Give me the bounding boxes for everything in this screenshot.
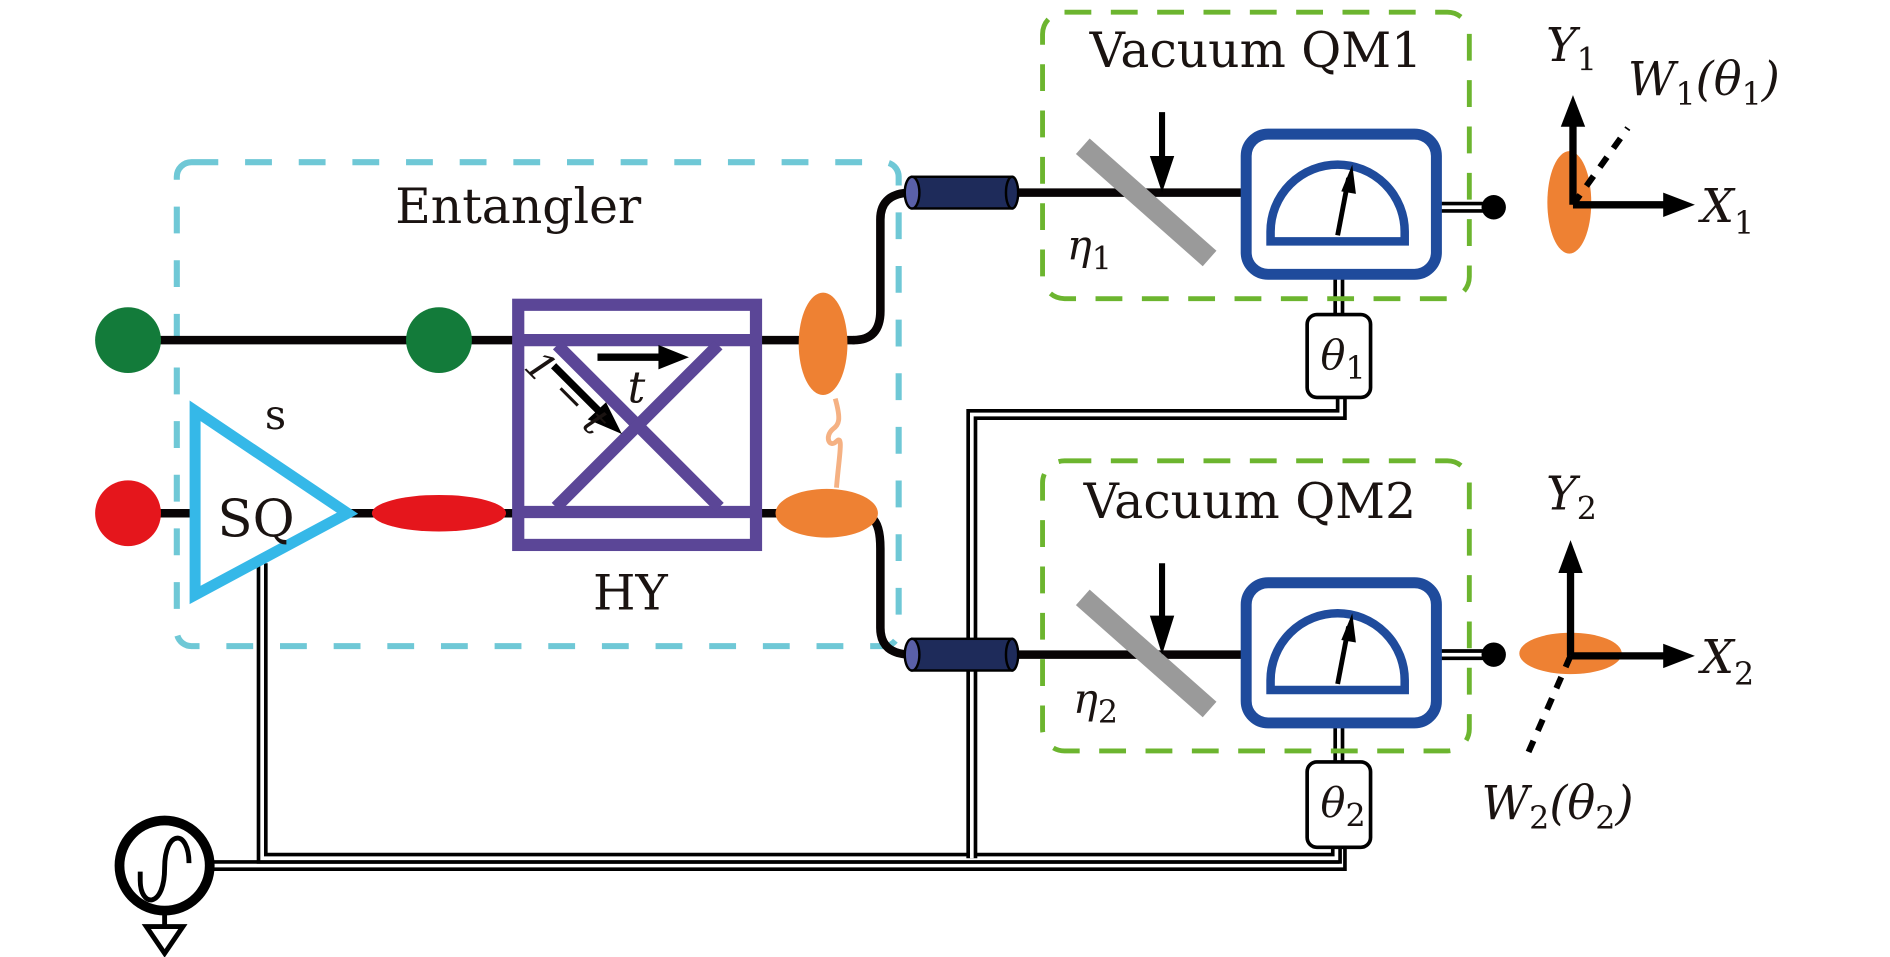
phase-control-1 (1305, 312, 1373, 400)
fiber-1 (903, 175, 1020, 210)
squeezed-state (371, 494, 507, 532)
x2-axis-arrow-icon (1663, 643, 1695, 669)
y2-axis-arrow-icon (1558, 540, 1583, 573)
x1-axis-arrow-icon (1663, 192, 1695, 218)
hybrid-coupler: t 1 − t HY (512, 298, 763, 622)
coherent-state-upper (406, 307, 472, 374)
loss-beamsplitter-1 (1075, 138, 1217, 267)
fiber-2 (903, 637, 1020, 672)
loss-beamsplitter-2 (1075, 589, 1217, 718)
ground-icon (141, 910, 188, 957)
detector2-output-node (1481, 642, 1506, 667)
y1-label: Y1 (1546, 18, 1597, 79)
qm1-title: Vacuum QM1 (1089, 23, 1423, 79)
transmission-label: t (628, 362, 646, 413)
phase-space-2: Y2 X2 W2(θ2) (1482, 467, 1755, 837)
wire-squeezer-to-rail (256, 563, 1342, 864)
quadrature-1-label: W1(θ1) (1628, 52, 1780, 113)
squeeze-parameter: s (265, 391, 286, 439)
homodyne-meter-icon-1 (1266, 160, 1409, 246)
squeezer: SQ s (189, 391, 359, 605)
homodyne-meter-icon-2 (1266, 609, 1409, 695)
vacuum-input-arrow-icon-2 (1149, 615, 1175, 655)
phase-control-2 (1305, 760, 1373, 850)
x1-label: X1 (1698, 179, 1754, 242)
phase-1-label: θ1 (1321, 331, 1366, 387)
x2-label: X2 (1698, 630, 1754, 693)
qm2-boundary (1040, 458, 1472, 754)
input-state-upper (95, 307, 161, 374)
phase-2-label: θ2 (1321, 779, 1366, 835)
qm2-title: Vacuum QM2 (1083, 474, 1417, 530)
y2-label: Y2 (1546, 467, 1597, 528)
detector1-output-node (1481, 195, 1506, 220)
coupler-label: HY (593, 566, 669, 622)
classical-control-wires (209, 201, 1491, 872)
measurement-station-2: Vacuum QM2 η2 θ2 (1040, 458, 1506, 850)
squeezer-triangle-icon (189, 400, 359, 605)
entangled-mode-2 (775, 488, 878, 538)
measurement-station-1: Vacuum QM1 η1 θ1 (1040, 9, 1506, 400)
efficiency-2: η2 (1073, 675, 1118, 731)
reflection-arrow-icon (587, 402, 622, 435)
entangled-mode-1 (798, 292, 848, 395)
transmission-arrow-icon (658, 345, 689, 370)
entangler-boundary (173, 159, 902, 650)
entangler-title: Entangler (395, 179, 642, 235)
vacuum-input-arrow-icon-1 (1149, 156, 1175, 193)
squeezer-label: SQ (218, 489, 295, 549)
y1-axis-arrow-icon (1560, 95, 1586, 127)
efficiency-1: η1 (1067, 222, 1112, 278)
ac-signal-source-icon (114, 815, 215, 916)
qm1-boundary (1040, 9, 1472, 302)
entanglement-link (825, 397, 843, 488)
quadrature-2-label: W2(θ2) (1482, 776, 1634, 837)
phase-space-1: Y1 X1 W1(θ1) (1546, 18, 1780, 254)
input-state-lower (95, 480, 161, 547)
